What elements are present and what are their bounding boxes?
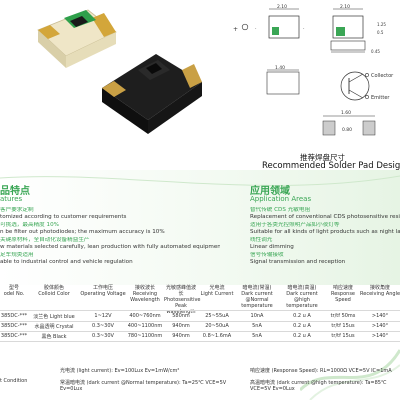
- led-white-photo: [30, 4, 118, 74]
- decorative-swirl: [298, 330, 400, 401]
- pad-design-title-cn: 推荐焊盘尺寸: [300, 153, 345, 162]
- package-dimension-drawing: 2.10 + · · 2.10 1.25 0.5 0.45 1.40 Colle…: [215, 0, 400, 152]
- svg-text:0.80: 0.80: [342, 127, 352, 133]
- features-title-en: atures: [0, 195, 23, 203]
- table-header-dark-high: 暗电流(高温)Dark current @high temperature: [286, 285, 318, 309]
- feature-item: 可挑选，最高精度 10%n be filter out photodiodes;…: [0, 222, 165, 236]
- applications-title-en: Application Areas: [250, 195, 312, 203]
- pin-emitter-label: Emitter: [371, 95, 390, 101]
- test-condition-dark-normal: 常温暗电流 (dark current @Normal temperature)…: [60, 380, 227, 392]
- svg-text:1.25: 1.25: [377, 22, 386, 27]
- features-band: [0, 170, 400, 285]
- dim-top-label: 2.10: [277, 4, 287, 10]
- svg-text:1.40: 1.40: [275, 65, 285, 71]
- test-condition-label: t Condition: [0, 378, 28, 384]
- dim-right-top-label: 2.10: [340, 4, 350, 10]
- table-header-dark-normal: 暗电流(常温)Dark current @Normal temperature: [241, 285, 273, 309]
- svg-text:0.45: 0.45: [371, 49, 380, 54]
- led-black-photo: [96, 40, 206, 136]
- test-condition-response: 响应速度 (Response Speed): RL=1000Ω VCE=5V I…: [250, 368, 392, 374]
- applications-title-cn: 应用领域: [250, 186, 290, 197]
- svg-text:0.5: 0.5: [377, 30, 384, 35]
- pad-design-title-en: Recommended Solder Pad Design: [262, 161, 400, 171]
- svg-text:1.60: 1.60: [341, 110, 351, 116]
- test-condition-dark-high: 高温暗电流 (dark current @high temperature): …: [250, 380, 387, 392]
- svg-text:·: ·: [255, 26, 257, 32]
- pin-collector-label: Collector: [371, 73, 394, 79]
- band-decoration: [0, 170, 400, 210]
- pin-plus-mark: +: [233, 26, 238, 33]
- test-condition-light-current: 光电流 (light current): Ev=100Lux Ev=1mW/cm…: [60, 368, 180, 374]
- svg-text:·: ·: [303, 26, 305, 32]
- features-title-cn: 品特点: [0, 186, 30, 197]
